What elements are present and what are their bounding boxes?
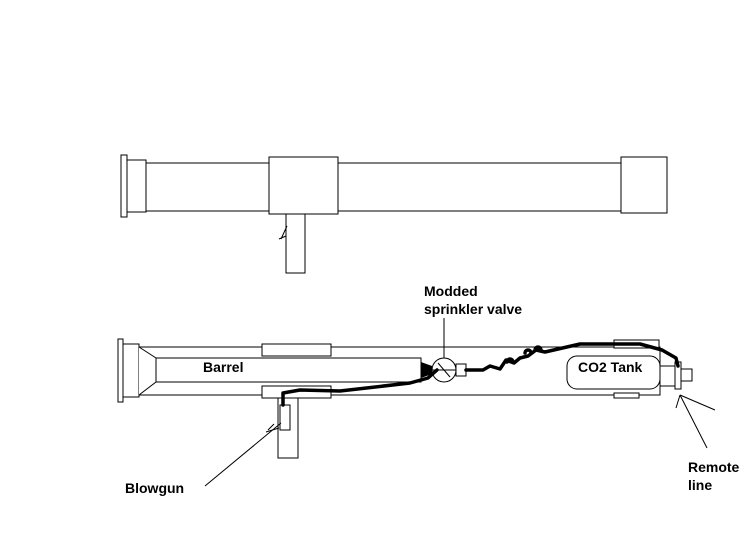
remote-line-label-line1: Remote bbox=[688, 459, 740, 475]
blowgun-hose bbox=[281, 368, 439, 407]
remote-line-label-line2: line bbox=[688, 477, 712, 493]
cutaway-muzzle-cap bbox=[122, 343, 140, 398]
center-coupler bbox=[268, 156, 339, 215]
coupler-top-band bbox=[261, 343, 332, 357]
valve-label-line2: sprinkler valve bbox=[424, 301, 522, 317]
launcher-cutaway-view bbox=[117, 338, 693, 459]
annotations: Modded sprinkler valve Barrel CO2 Tank B… bbox=[125, 283, 740, 496]
launcher-exterior-view bbox=[120, 154, 668, 274]
cutaway-muzzle-rim bbox=[117, 338, 124, 403]
blowgun-trigger bbox=[265, 423, 280, 433]
hose-coils bbox=[505, 345, 543, 364]
co2-supply-hose bbox=[464, 342, 680, 372]
trigger-mark bbox=[278, 225, 288, 240]
blowgun-label: Blowgun bbox=[125, 480, 184, 496]
remote-connector bbox=[680, 368, 693, 382]
blowgun-leader-line bbox=[204, 422, 282, 487]
valve-label-line1: Modded bbox=[424, 283, 478, 299]
muzzle-cap-rim bbox=[120, 154, 128, 218]
tank-valve bbox=[659, 365, 676, 387]
grip bbox=[285, 213, 306, 274]
barrel-label: Barrel bbox=[203, 359, 243, 375]
co2-tank-label: CO2 Tank bbox=[578, 359, 643, 375]
muzzle-cap bbox=[126, 159, 147, 213]
barrel-reducer bbox=[421, 362, 432, 378]
barrel bbox=[155, 357, 422, 383]
rear-cap bbox=[620, 156, 668, 214]
rear-cap-bottom-band bbox=[613, 392, 640, 399]
remote-leader-line bbox=[675, 394, 716, 449]
main-tube bbox=[145, 162, 622, 212]
blowgun-body bbox=[279, 404, 291, 431]
